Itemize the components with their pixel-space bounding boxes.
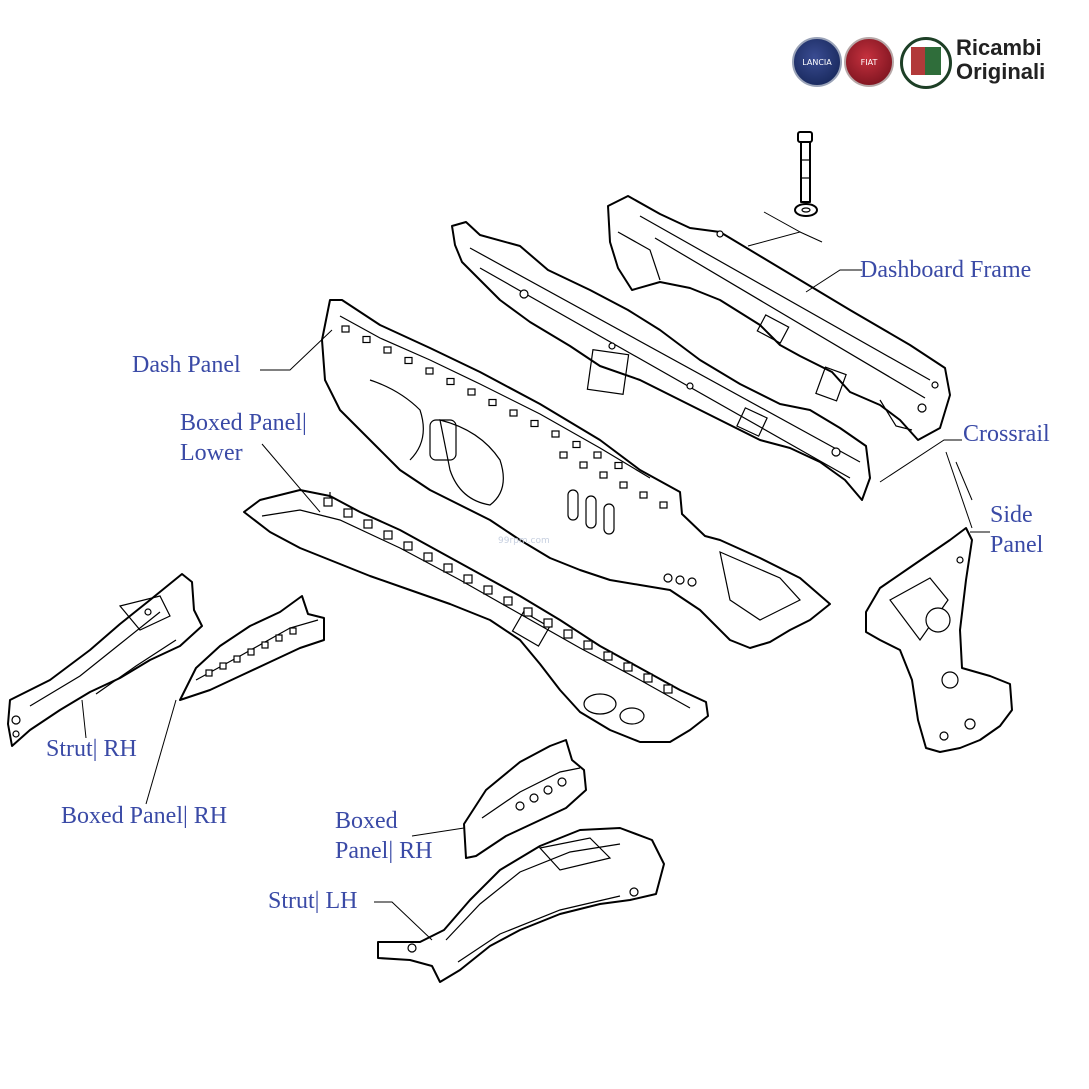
lower-panel-tab bbox=[663, 684, 673, 694]
lower-panel-tab bbox=[623, 662, 633, 672]
alfa-romeo-badge-icon bbox=[900, 37, 952, 89]
dash-panel-slot bbox=[619, 481, 628, 489]
boxed-panel-hole bbox=[289, 627, 297, 635]
dash-panel-slot bbox=[579, 461, 588, 469]
dash-panel-slot bbox=[446, 377, 455, 386]
boxed-panel-rh-middle-part bbox=[463, 739, 587, 859]
dash-panel-slot bbox=[467, 388, 476, 396]
leader-lines bbox=[81, 269, 990, 941]
dash-panel-slot bbox=[551, 430, 560, 438]
dash-panel-slot bbox=[593, 451, 602, 459]
label-dashboard-frame: Dashboard Frame bbox=[860, 257, 1032, 283]
lower-panel-tab bbox=[483, 585, 493, 595]
strut-lh-part bbox=[377, 827, 665, 983]
label-boxed-panel-rh-middle: Boxed Panel| RH bbox=[335, 808, 433, 864]
dash-panel-slot bbox=[383, 346, 392, 354]
lower-panel-tab bbox=[543, 618, 553, 628]
boxed-panel-hole bbox=[233, 655, 241, 663]
dash-panel-slot bbox=[639, 491, 648, 499]
lower-panel-tab bbox=[363, 519, 373, 529]
label-dash-panel: Dash Panel bbox=[132, 352, 241, 378]
dash-panel-slot bbox=[530, 419, 539, 428]
dash-panel-slot bbox=[599, 471, 608, 479]
boxed-panel-hole bbox=[205, 669, 213, 677]
dashboard-frame-part bbox=[607, 195, 951, 441]
lower-panel-tab bbox=[643, 673, 653, 683]
lower-panel-tab bbox=[463, 574, 473, 584]
dash-panel-slot bbox=[341, 325, 350, 333]
lower-panel-tab bbox=[563, 629, 573, 639]
bolt-icon bbox=[747, 131, 823, 247]
boxed-panel-rh-left-part bbox=[179, 595, 325, 701]
lower-panel-tab bbox=[383, 530, 393, 540]
label-boxed-panel-lower: Boxed Panel| Lower bbox=[180, 410, 307, 466]
boxed-panel-lower-part bbox=[243, 489, 709, 743]
dash-panel-slot bbox=[659, 501, 668, 509]
lower-panel-tab bbox=[523, 607, 533, 617]
boxed-panel-hole bbox=[275, 634, 283, 642]
boxed-panel-hole bbox=[261, 641, 269, 649]
dash-panel-slot bbox=[362, 335, 371, 344]
label-side-panel: Side Panel bbox=[990, 502, 1044, 558]
lower-panel-tab bbox=[403, 541, 413, 551]
lower-panel-tab bbox=[443, 563, 453, 573]
lancia-badge-icon: LANCIA bbox=[792, 37, 842, 87]
strut-rh-part bbox=[7, 573, 203, 747]
brand-line-1: Ricambi bbox=[956, 35, 1042, 60]
dash-panel-slot bbox=[559, 451, 568, 459]
lower-panel-tab bbox=[423, 552, 433, 562]
dash-panel-slot bbox=[614, 461, 623, 470]
side-panel-part bbox=[865, 451, 1013, 753]
dash-panel-slot bbox=[488, 398, 497, 407]
label-crossrail: Crossrail bbox=[963, 421, 1050, 447]
brand-line-2: Originali bbox=[956, 59, 1046, 84]
dash-panel-slot bbox=[509, 409, 518, 417]
label-strut-rh: Strut| RH bbox=[46, 736, 137, 762]
boxed-panel-hole bbox=[219, 662, 227, 670]
fiat-badge-icon: FIAT bbox=[844, 37, 894, 87]
dash-panel-slot bbox=[572, 440, 581, 449]
watermark: 99rpm.com bbox=[498, 536, 550, 546]
lower-panel-tab bbox=[343, 508, 353, 518]
lower-panel-tab bbox=[583, 640, 593, 650]
dash-panel-slot bbox=[425, 367, 434, 375]
dash-panel-slot bbox=[404, 356, 413, 365]
label-boxed-panel-rh-left: Boxed Panel| RH bbox=[61, 803, 228, 829]
lower-panel-tab bbox=[503, 596, 513, 606]
lower-panel-tab bbox=[603, 651, 613, 661]
crossrail-part bbox=[451, 221, 871, 501]
boxed-panel-hole bbox=[247, 648, 255, 656]
dash-panel-part bbox=[321, 299, 831, 649]
label-strut-lh: Strut| LH bbox=[268, 888, 358, 914]
lower-panel-tab bbox=[323, 497, 333, 507]
